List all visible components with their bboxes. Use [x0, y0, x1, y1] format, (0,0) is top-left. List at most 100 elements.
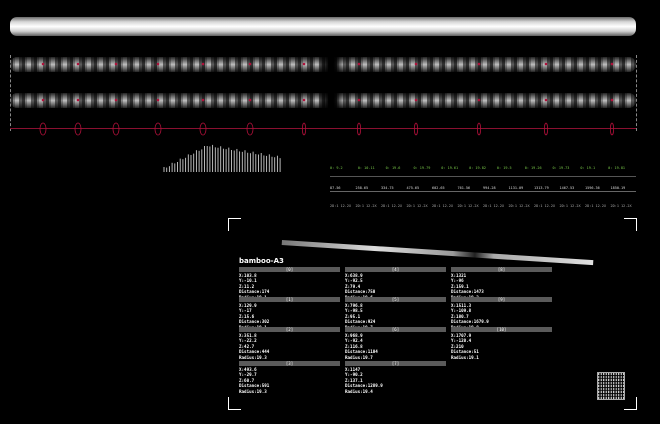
node-dot [414, 98, 418, 102]
group-values: X:968.9 Y:-92.4 Z:116.8 Distance:1104 Ra… [345, 333, 378, 360]
node-dot [114, 98, 118, 102]
scale-label: 602.65 [432, 186, 445, 190]
node-dot [544, 62, 548, 66]
node-dot [76, 62, 80, 66]
divider [330, 176, 636, 177]
scale-label: 475.65 [406, 186, 420, 190]
group-header: [8] [451, 267, 552, 272]
scale-label: 994.28 [483, 186, 496, 190]
group-values: X:493.6 Y:-29.7 Z:60.7 Distance:591 Radi… [239, 367, 270, 394]
right-edge-guide [636, 55, 638, 131]
group-header: [1] [239, 297, 340, 302]
bamboo-render-xray-2 [10, 93, 636, 108]
group-values: X:796.8 Y:-98.5 Z:95.1 Distance:924 Radi… [345, 303, 376, 330]
scale-label: 761.56 [457, 186, 471, 190]
bamboo-preview-tilted [281, 240, 594, 266]
node-dot [41, 62, 45, 66]
node-ellipse [74, 122, 82, 136]
node-dot [248, 62, 252, 66]
node-dot [156, 62, 160, 66]
group-header: [3] [239, 361, 340, 366]
group-values: X:1321 Y:-96 Z:159.1 Distance:1473 Radiu… [451, 273, 484, 300]
scale-label: 2D:1 12.2X [610, 204, 632, 208]
scale-label: 0: 19.26 [524, 166, 542, 170]
node-dot [156, 98, 160, 102]
scale-label: 0: 19.73 [552, 166, 570, 170]
panel-corner-tr [624, 218, 637, 231]
group-header: [7] [345, 361, 446, 366]
qr-code [597, 372, 625, 400]
scale-label: 2D:1 12.2X [585, 204, 607, 208]
scale-label: 1313.79 [534, 186, 549, 190]
node-ellipse [301, 122, 306, 136]
node-ellipse [39, 122, 47, 136]
group-values: X:1707.9 Y:-120.4 Z:210 Distance:51 Radi… [451, 333, 479, 360]
scale-label: 2D:1 12.2X [432, 204, 454, 208]
scale-label: 0: 19.1 [580, 166, 596, 170]
node-dot [302, 98, 306, 102]
node-dot [302, 62, 306, 66]
scale-label: 0: 19.82 [469, 166, 486, 170]
scale-label: 334.75 [381, 186, 394, 190]
group-header: [0] [239, 267, 340, 272]
node-dot [544, 98, 548, 102]
node-dot [201, 98, 205, 102]
panel-corner-br [624, 397, 637, 410]
scale-label: 0: 19.5 [496, 166, 512, 170]
scale-label: 0: 19.61 [441, 166, 459, 170]
scale-label: 258.65 [355, 186, 369, 190]
scale-label: 0: 10.11 [357, 166, 375, 170]
scale-label: 1467.53 [559, 186, 575, 190]
scale-label: 2D:1 12.2X [355, 204, 377, 208]
scale-label: 2D:1 12.2X [406, 204, 428, 208]
scale-label: 2D:1 12.2X [457, 204, 479, 208]
scale-label: 1596.36 [585, 186, 600, 190]
node-ellipse [476, 122, 481, 136]
group-header: [4] [345, 267, 446, 272]
node-dot [201, 62, 205, 66]
scale-row-1: 0: 9.2 0: 10.11 0: 19.6 0: 19.79 0: 19.61 0: … [330, 166, 636, 174]
scale-label: 2D:1 12.2X [508, 204, 530, 208]
group-header: [10] [451, 327, 552, 332]
node-ellipse [199, 122, 207, 136]
group-values: X:351.8 Y:-22.2 Z:42.7 Distance:444 Radi… [239, 333, 270, 360]
node-ellipse [356, 122, 361, 136]
bamboo-render-top [10, 17, 636, 36]
node-ellipse [246, 122, 254, 136]
axis-line [10, 128, 636, 129]
scale-label: 1131.09 [508, 186, 524, 190]
node-dot [357, 62, 361, 66]
node-dot [477, 98, 481, 102]
panel-corner-tl [228, 218, 241, 231]
scale-label: 0: 19.6 [385, 166, 401, 170]
bamboo-render-xray-1 [10, 57, 636, 72]
panel-title: bamboo-A3 [239, 257, 284, 265]
node-ellipse [610, 122, 615, 136]
group-values: X:1511.3 Y:-109.8 Z:180.7 Distance:1679.… [451, 303, 489, 330]
node-markers [39, 62, 615, 172]
panel-corner-bl [228, 397, 241, 410]
group-values: X:1147 Y:-90.2 Z:137.1 Distance:1289.9 R… [345, 367, 383, 394]
left-edge-guide [10, 55, 12, 131]
node-dot [357, 98, 361, 102]
node-dot [477, 62, 481, 66]
node-ellipse [112, 122, 120, 136]
scale-label: 0: 19.79 [413, 166, 431, 170]
group-header: [6] [345, 327, 446, 332]
node-dot [610, 62, 614, 66]
scale-label: 87.56 [330, 186, 341, 190]
node-dot [114, 62, 118, 66]
scale-label: 1850.19 [610, 186, 626, 190]
scale-label: 0: 19.81 [608, 166, 626, 170]
node-ellipse [154, 122, 162, 136]
group-values: X:129.9 Y:-17 Z:15.6 Distance:302 Radius… [239, 303, 270, 330]
node-ellipse [544, 122, 549, 136]
scale-label: 2D:1 12.2X [330, 204, 352, 208]
scale-label: 2D:1 12.2X [381, 204, 403, 208]
scale-label: 2D:1 12.2X [483, 204, 505, 208]
node-dot [248, 98, 252, 102]
group-values: X:103.8 Y:-10.1 Z:11.2 Distance:174 Radi… [239, 273, 270, 300]
scale-label: 0: 9.2 [330, 166, 343, 170]
group-header: [2] [239, 327, 340, 332]
